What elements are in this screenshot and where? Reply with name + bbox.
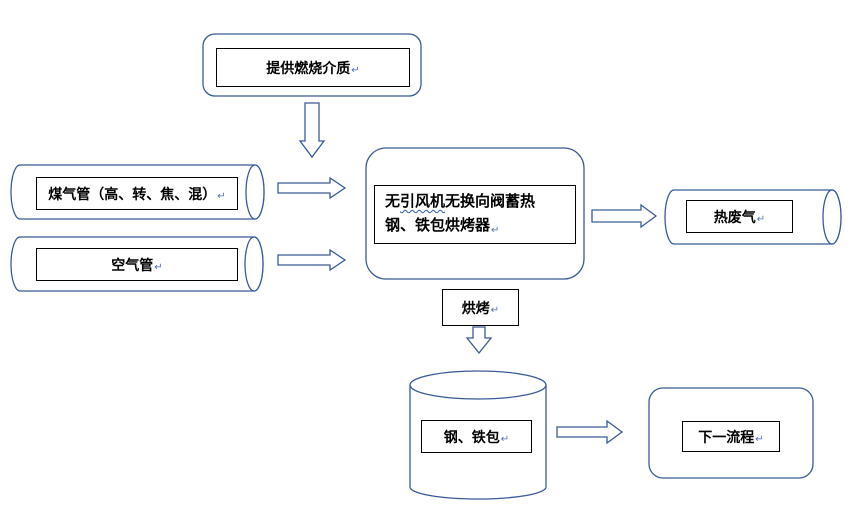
arrow-down-ladle bbox=[465, 326, 493, 355]
paragraph-mark-icon: ↵ bbox=[491, 225, 500, 236]
heater-line2: 钢、铁包烘烤器 bbox=[385, 216, 491, 234]
arrow-right-gas bbox=[277, 176, 347, 200]
baking-label: 烘烤↵ bbox=[442, 289, 519, 326]
next-process-label: 下一流程↵ bbox=[682, 421, 780, 452]
ladle-text: 钢、铁包 bbox=[443, 429, 500, 446]
paragraph-mark-icon: ↵ bbox=[490, 305, 500, 316]
air-pipe-label: 空气管↵ bbox=[36, 248, 238, 281]
next-process-text: 下一流程 bbox=[698, 429, 755, 446]
arrow-right-air bbox=[277, 248, 347, 272]
heater-line1-start: 无 bbox=[385, 192, 401, 210]
gas-pipe-label: 煤气管（高、转、焦、混）↵ bbox=[36, 177, 238, 210]
heater-label: 无引风机无换向阀蓄热 钢、铁包烘烤器↵ bbox=[374, 185, 576, 244]
paragraph-mark-icon: ↵ bbox=[756, 214, 766, 225]
combustion-medium-label: 提供燃烧介质↵ bbox=[216, 48, 410, 87]
air-pipe-text: 空气管 bbox=[111, 257, 154, 274]
ladle-label: 钢、铁包↵ bbox=[421, 420, 532, 453]
paragraph-mark-icon: ↵ bbox=[154, 262, 163, 273]
paragraph-mark-icon: ↵ bbox=[500, 434, 510, 445]
exhaust-text: 热废气 bbox=[713, 209, 756, 226]
baking-text: 烘烤 bbox=[461, 300, 490, 317]
arrow-right-exhaust bbox=[591, 203, 658, 229]
paragraph-mark-icon: ↵ bbox=[755, 434, 764, 445]
exhaust-label: 热废气↵ bbox=[686, 200, 793, 233]
heater-line1-end: 无换向阀蓄热 bbox=[445, 192, 536, 210]
heater-line1-marked: 引风机 bbox=[400, 192, 446, 210]
paragraph-mark-icon: ↵ bbox=[217, 191, 226, 202]
arrow-down-combustion bbox=[298, 102, 326, 159]
paragraph-mark-icon: ↵ bbox=[351, 65, 360, 76]
heater-text: 无引风机无换向阀蓄热 钢、铁包烘烤器↵ bbox=[385, 189, 535, 240]
arrow-right-next bbox=[556, 419, 624, 445]
gas-pipe-text: 煤气管（高、转、焦、混） bbox=[48, 186, 217, 203]
combustion-medium-text: 提供燃烧介质 bbox=[266, 60, 351, 77]
